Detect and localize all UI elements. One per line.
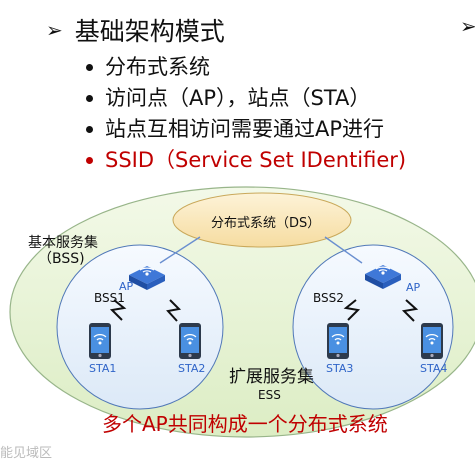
- bss2-label: BSS2: [313, 291, 344, 305]
- bullet-dot-icon: [86, 126, 93, 133]
- bullet-item: 访问点（AP），站点（STA）: [86, 83, 406, 114]
- ds-link: [324, 236, 363, 264]
- ds-link: [159, 236, 201, 264]
- bullet-text: 站点互相访问需要通过AP进行: [105, 117, 385, 141]
- ess-label: ESS: [258, 388, 281, 402]
- sta1-label: STA1: [89, 362, 117, 375]
- wireless-link-icon: [166, 299, 182, 322]
- bss1-area: [56, 244, 224, 410]
- arrow-bullet-icon: ➢: [46, 18, 63, 42]
- bss-label: 基本服务集: [28, 235, 98, 251]
- bss-label-abbr: （BSS): [38, 251, 85, 267]
- bullet-dot-icon: [86, 64, 93, 71]
- station-phone-icon: [178, 322, 202, 360]
- bss1-label: BSS1: [94, 291, 125, 305]
- station-phone-icon: [88, 322, 112, 360]
- wireless-link-icon: [343, 299, 361, 321]
- section-heading: ➢ 基础架构模式: [46, 12, 225, 48]
- bullet-item: 站点互相访问需要通过AP进行: [86, 114, 406, 145]
- sta2-label: STA2: [178, 362, 206, 375]
- ds-area: [172, 192, 352, 248]
- ap2-label: AP: [406, 281, 421, 294]
- bullet-item-ssid: SSID（Service Set IDentifier): [86, 145, 406, 176]
- station-phone-icon: [326, 322, 350, 360]
- diagram-caption: 多个AP共同构成一个分布式系统: [102, 412, 388, 436]
- bullet-text: SSID（Service Set IDentifier): [105, 148, 407, 172]
- bullet-text: 访问点（AP），站点（STA）: [105, 86, 371, 110]
- bullet-dot-icon: [86, 157, 93, 164]
- bullet-text: 分布式系统: [105, 55, 210, 79]
- bullet-item: 分布式系统: [86, 52, 406, 83]
- station-phone-icon: [420, 322, 444, 360]
- bss2-area: [292, 244, 454, 410]
- wireless-link-icon: [401, 299, 419, 322]
- bullet-dot-icon: [86, 95, 93, 102]
- ap1-label: AP: [119, 280, 134, 293]
- wireless-link-icon: [109, 299, 127, 321]
- sta4-label: STA4: [420, 362, 448, 375]
- faint-background-text: 能见域区: [0, 446, 53, 461]
- sta3-label: STA3: [326, 362, 354, 375]
- arrow-bullet-icon: ➢: [460, 14, 475, 38]
- ess-title: 扩展服务集: [229, 367, 314, 387]
- ds-label: 分布式系统（DS）: [211, 216, 321, 231]
- bullet-list: 分布式系统 访问点（AP），站点（STA） 站点互相访问需要通过AP进行 SSI…: [86, 52, 406, 176]
- section-title: 基础架构模式: [74, 17, 225, 46]
